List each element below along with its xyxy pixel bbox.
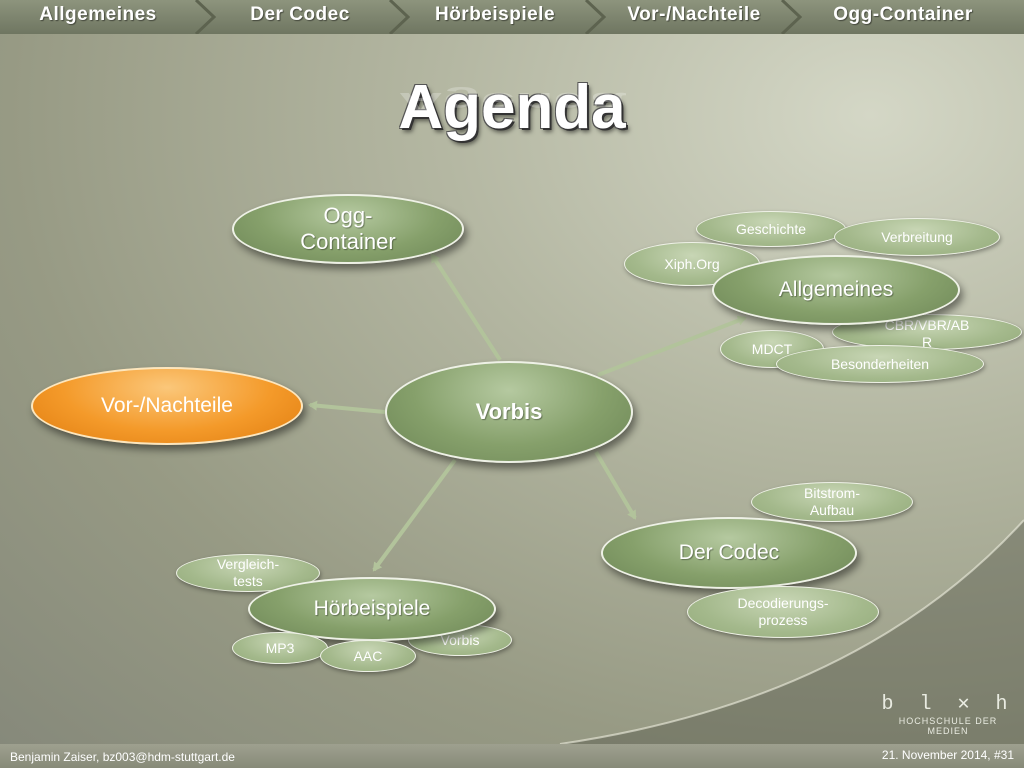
node-allgemeines[interactable]: Allgemeines <box>712 255 960 325</box>
footer-date-page: 21. November 2014, #31 <box>881 748 1014 762</box>
hdm-logo: b l ✕ h HOCHSCHULE DER MEDIEN <box>878 690 1018 736</box>
node-verbreitung[interactable]: Verbreitung <box>834 218 1000 256</box>
node-der-codec[interactable]: Der Codec <box>601 517 857 589</box>
nav-item-vor-nachteile[interactable]: Vor-/Nachteile <box>627 4 761 25</box>
arrow-to-ogg <box>430 253 502 362</box>
chevron-right-icon <box>194 0 217 34</box>
page-title: Agenda <box>398 73 626 142</box>
nav-item-der-codec[interactable]: Der Codec <box>250 4 350 25</box>
logo-text: HOCHSCHULE DER MEDIEN <box>898 716 998 736</box>
arrow-to-der-codec <box>594 450 637 520</box>
chevron-right-icon <box>388 0 411 34</box>
node-ogg-container[interactable]: Ogg- Container <box>232 194 464 264</box>
arrow-to-vor-nachteile <box>308 400 386 414</box>
nav-item-hoerbeispiele[interactable]: Hörbeispiele <box>434 4 556 25</box>
node-decodierungs-prozess[interactable]: Decodierungs- prozess <box>687 586 879 638</box>
chevron-right-icon <box>584 0 607 34</box>
footer-author: Benjamin Zaiser, bz003@hdm-stuttgart.de <box>10 750 235 764</box>
nav-item-ogg-container[interactable]: Ogg-Container <box>833 4 973 25</box>
node-geschichte[interactable]: Geschichte <box>696 211 846 247</box>
node-bitstrom-aufbau[interactable]: Bitstrom- Aufbau <box>751 482 913 522</box>
logo-mark: b l ✕ h <box>881 693 1015 716</box>
node-mp3[interactable]: MP3 <box>232 632 328 664</box>
node-vor-nachteile[interactable]: Vor-/Nachteile <box>31 367 303 445</box>
nav-item-allgemeines[interactable]: Allgemeines <box>39 4 157 25</box>
chevron-right-icon <box>780 0 803 34</box>
arrow-to-hoerbeispiele <box>372 458 457 572</box>
node-aac[interactable]: AAC <box>320 640 416 672</box>
node-besonderheiten[interactable]: Besonderheiten <box>776 345 984 383</box>
node-vorbis-center[interactable]: Vorbis <box>385 361 633 463</box>
footer-bar: Benjamin Zaiser, bz003@hdm-stuttgart.de … <box>0 744 1024 768</box>
top-navigation: Allgemeines Der Codec Hörbeispiele Vor-/… <box>0 0 1024 34</box>
arrow-to-allgemeines <box>597 315 747 377</box>
